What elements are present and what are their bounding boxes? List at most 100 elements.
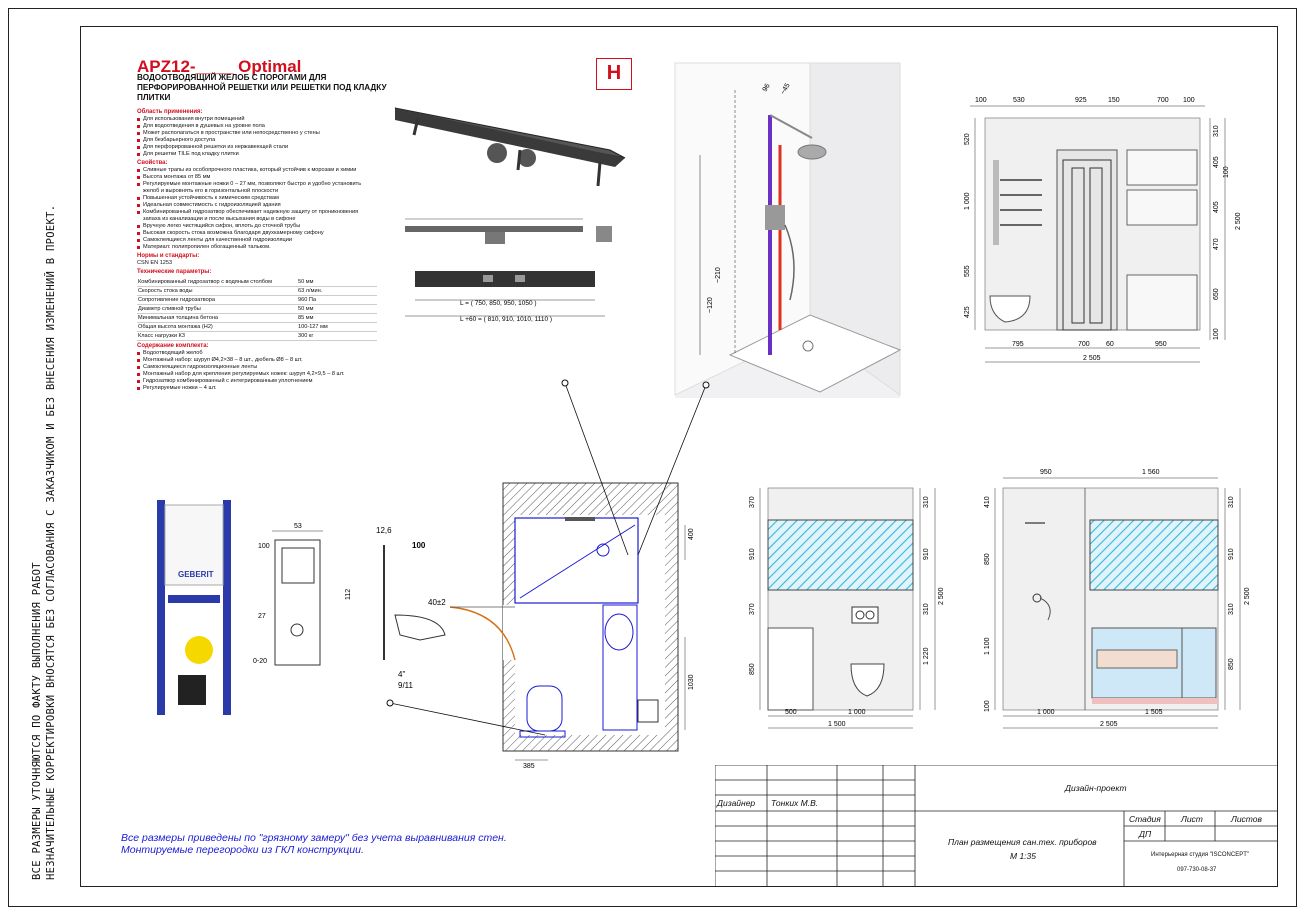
dim-text: 310 [1228,603,1235,615]
dim-text: 850 [749,663,756,675]
dim-text: 1 000 [848,709,866,716]
geberit-frame-image: GEBERIT [157,500,231,715]
dim-text: 4" [398,670,405,679]
measurement-note: Все размеры приведены по "грязному замер… [121,832,507,856]
dim-96: 96 [762,83,772,93]
param-name: Комбинированный гидрозатвор с водяным ст… [137,278,297,287]
dim-text: 850 [1228,658,1235,670]
list-item: Для безбарьерного доступа [137,137,377,144]
list-item: Высота монтажа от 85 мм [137,174,377,181]
param-name: Минимальная толщина бетона [137,313,297,323]
usage-title: Область применения: [137,109,203,115]
dim-text: 40±2 [428,598,446,607]
list-item: Водоотводящий желоб [137,350,377,357]
bathroom-plan: 400 1030 385 [386,379,710,770]
sheet-inner-frame [80,26,1278,887]
list-item: Самоклеящиеся ленты для качественной гид… [137,237,377,244]
stage-header: Стадия [1129,814,1161,824]
param-value: 85 мм [297,313,377,323]
dim-120: ~120 [707,297,714,313]
param-value: 63 л/мин. [297,286,377,296]
dim-text: 100 [412,541,426,550]
dim-text: 27 [258,613,266,620]
dim-text: 700 [1157,97,1169,104]
dim-text: 700 [1078,341,1090,348]
frame-drawing-side: 12,6 100 40±2 4" 9/11 [376,526,446,690]
dim-text: 2 500 [1235,212,1242,230]
dim-text: 150 [1108,97,1120,104]
dim-text: 1 220 [923,647,930,665]
title-block-grid [715,765,1278,887]
dim-text: 850 [984,553,991,565]
drain-channel-3d [394,107,626,187]
dim-text: 310 [923,496,930,508]
dim-text: 2 505 [1083,355,1101,362]
dim-text: 1 000 [964,192,971,210]
dim-text: 100 [975,97,987,104]
list-item: Для использования внутри помещений [137,116,377,123]
elevation-door-wall: 100 530 925 150 700 100 520 1 000 555 42… [964,97,1242,363]
dim-text: 370 [749,496,756,508]
drawing-title: План размещения сан.тех. приборов [948,837,1097,847]
dim-text: 520 [964,133,971,145]
params-table: Комбинированный гидрозатвор с водяным ст… [137,278,377,341]
dim-text: 9/11 [398,681,414,690]
dim-text: 910 [923,548,930,560]
dim-text: 12,6 [376,526,392,535]
dim-text: 1030 [688,674,695,690]
dim-text: 60 [1106,341,1114,348]
elevation-wc-wall: 370 910 370 850 310 910 310 1 220 2 500 … [749,487,945,729]
param-value: 300 кг [297,331,377,341]
dim-text: 100 [1183,97,1195,104]
list-item: Комбинированный гидрозатвор обеспечивает… [137,209,377,223]
list-item: Гидрозатвор комбинированный с интегриров… [137,378,377,385]
designer-role: Дизайнер [717,798,756,808]
sheet-header: Лист [1181,814,1203,824]
frame-drawing-front: 53 112 100 27 0-20 [253,523,352,666]
studio-name: Интерьерная студия "ISCONCEPT" [1151,852,1249,858]
list-item: Для решетки TILE под кладку плитки [137,151,377,158]
studio-phone: 097-730-08-37 [1177,867,1217,873]
dim-text: 0-20 [253,658,267,665]
list-item: Монтажный набор: шуруп Ø4,2×38 – 8 шт., … [137,357,377,364]
dim-text: 1 000 [1037,709,1055,716]
props-list: Сливные трапы из особопрочного пластика,… [137,167,377,251]
table-row: Общая высота монтажа (H2)100-127 мм [137,322,377,332]
stage-value: ДП [1139,829,1152,839]
dim-text: 310 [923,603,930,615]
dim-text: 795 [1012,341,1024,348]
dim-text: 112 [345,589,352,600]
sheets-header: Листов [1231,814,1262,824]
norms-value: CSN EN 1253 [137,260,173,266]
dim-text: 2 505 [1100,721,1118,728]
list-item: Монтажный набор для крепления регулируем… [137,371,377,378]
usage-list: Для использования внутри помещений Для в… [137,116,377,158]
list-item: Материал: полипропилен обогащенный тальк… [137,244,377,251]
dim-text: 910 [749,548,756,560]
dim-text: 1 560 [1142,469,1160,476]
dim-L60: L +60 = ( 810, 910, 1010, 1110 ) [460,316,552,323]
dim-text: 470 [1213,238,1220,250]
list-item: Идеальная совместимость с гидроизоляцией… [137,202,377,209]
dim-text: 500 [785,709,797,716]
dim-text: 405 [1213,156,1220,168]
list-item: Самоклеящиеся гидроизоляционные ленты [137,364,377,371]
dim-text: 650 [1213,288,1220,300]
dim-text: 530 [1013,97,1025,104]
kit-list: Водоотводящий желоб Монтажный набор: шур… [137,350,377,392]
dim-text: 310 [1213,125,1220,137]
list-item: Регулируемые монтажные ножки 0 – 27 мм, … [137,181,377,195]
dim-text: 310 [1228,496,1235,508]
list-item: Повышенная устойчивость к химическим сре… [137,195,377,202]
dim-text: 1 500 [828,721,846,728]
list-item: Для водоотведения в душевых на уровне по… [137,123,377,130]
product-subtitle: ВОДООТВОДЯЩИЙ ЖЕЛОБ С ПОРОГАМИ ДЛЯ ПЕРФО… [137,73,387,102]
dim-text: 410 [984,496,991,508]
drawing-scale: М 1:35 [1010,851,1036,861]
param-name: Скорость стока воды [137,286,297,296]
list-item: Для перфорированной решетки из нержавеющ… [137,144,377,151]
